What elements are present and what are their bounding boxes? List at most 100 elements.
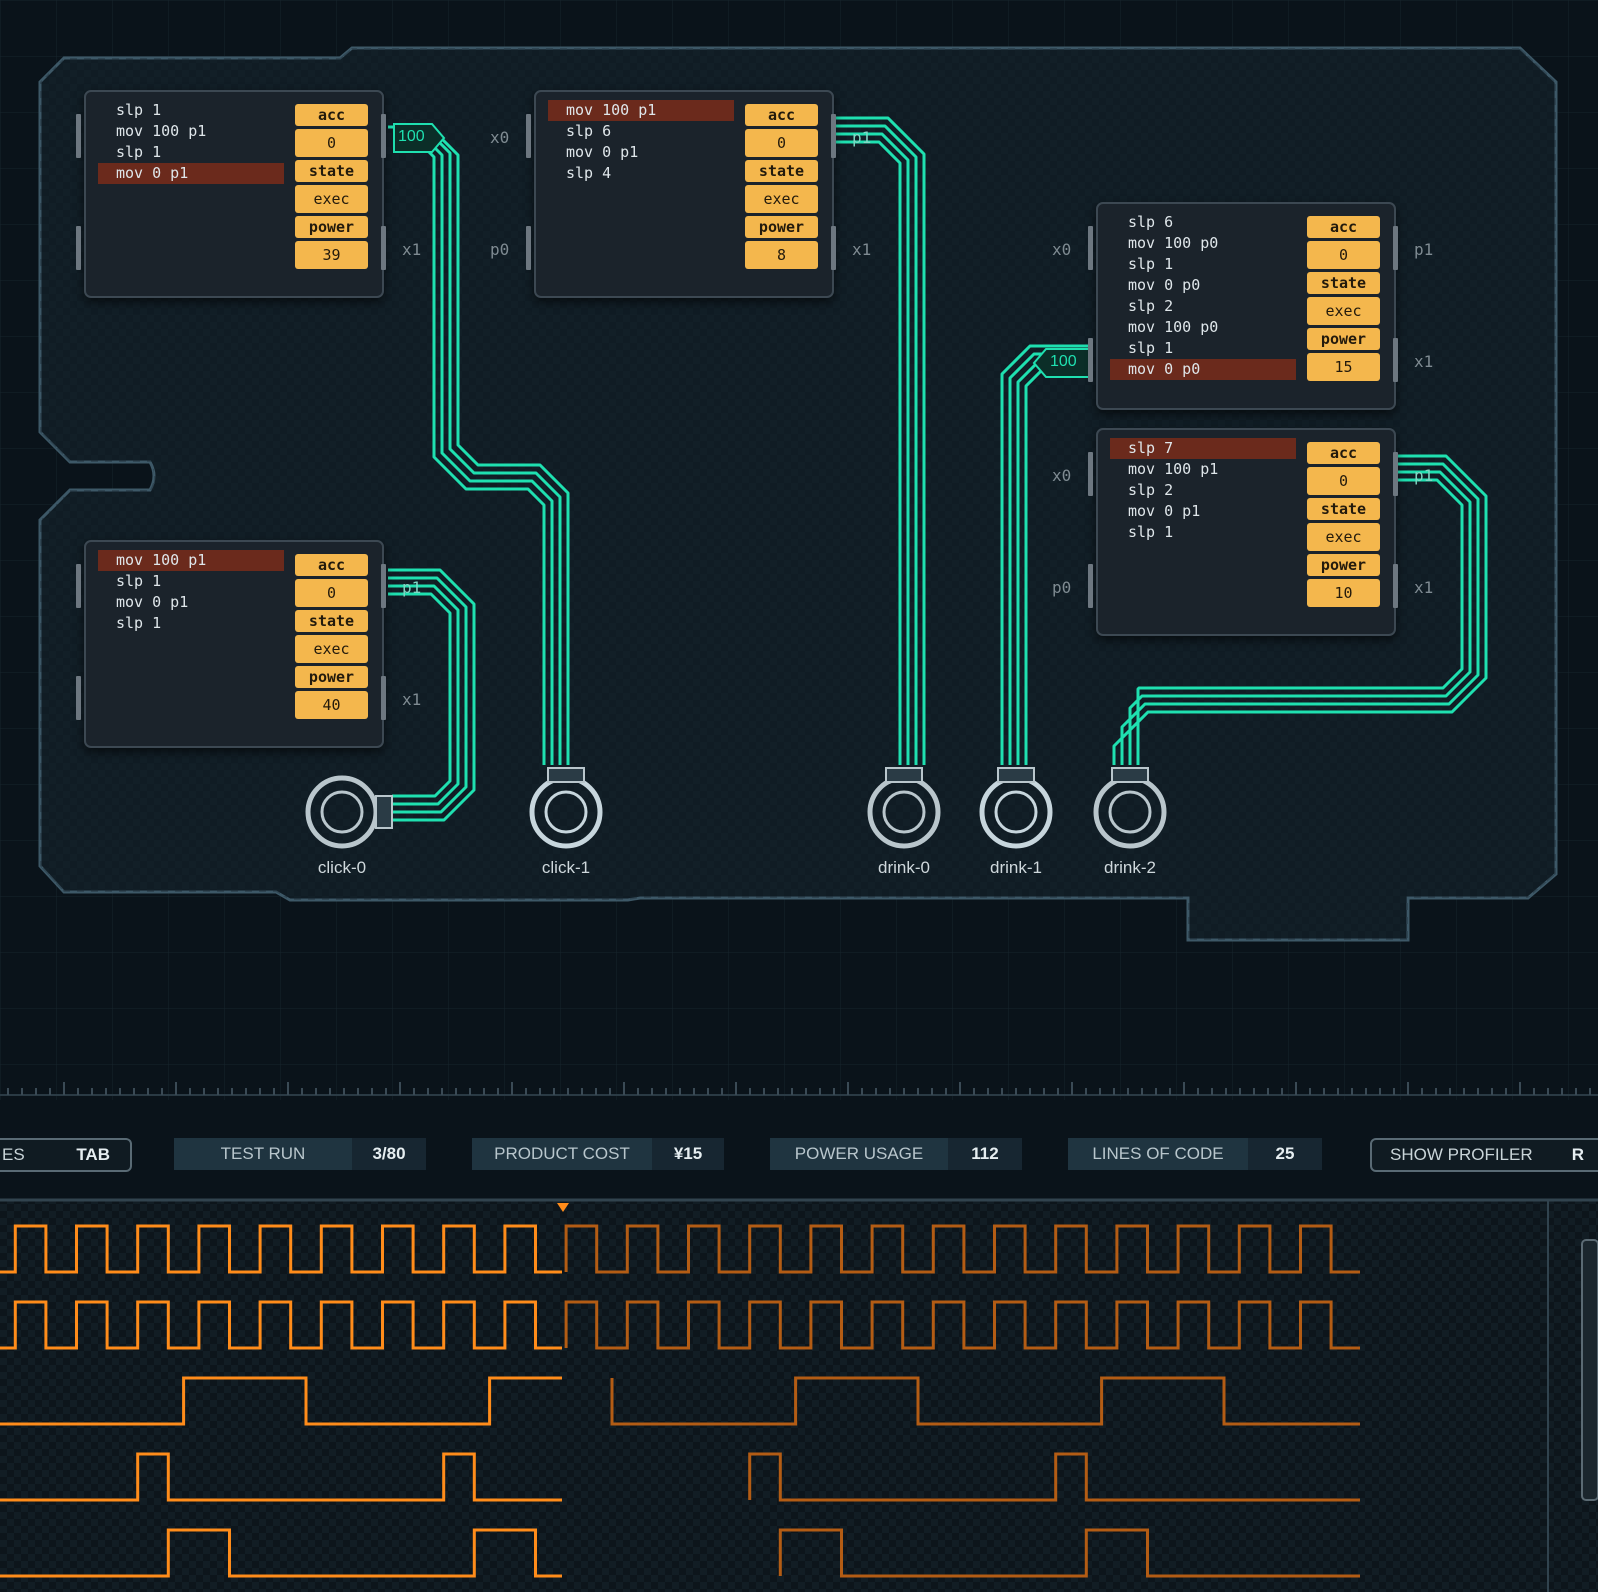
drink-2-connector: [1093, 767, 1167, 849]
previous-tab-button[interactable]: ES TAB: [0, 1138, 132, 1172]
port-pin[interactable]: [76, 564, 81, 608]
port-pin[interactable]: [1393, 226, 1398, 270]
code-line[interactable]: mov 100 p0: [1128, 234, 1219, 252]
waveform-scrollbar: [1581, 1239, 1598, 1501]
port-pin[interactable]: [76, 226, 81, 270]
code-line[interactable]: slp 1: [116, 614, 162, 632]
tab-hotkey: TAB: [76, 1145, 110, 1164]
acc-value: 0: [1307, 467, 1380, 495]
port-pin[interactable]: [831, 226, 836, 270]
acc-label: acc: [295, 554, 368, 576]
waveform-drink-1: [0, 1452, 562, 1502]
port-label-p1: p1: [1414, 466, 1434, 485]
port-pin[interactable]: [526, 114, 531, 158]
code-line[interactable]: slp 1: [1128, 255, 1174, 273]
port-pin[interactable]: [381, 564, 386, 608]
show-profiler-button[interactable]: SHOW PROFILER R: [1370, 1138, 1598, 1172]
port-pin[interactable]: [381, 676, 386, 720]
waveform-click-1: [0, 1300, 562, 1350]
waveform-drink-2: [778, 1528, 1360, 1578]
code-line[interactable]: mov 100 p1: [116, 122, 207, 140]
wire-value: 100: [1050, 353, 1077, 370]
port-label-x1: x1: [402, 240, 422, 259]
acc-value: 0: [295, 129, 368, 157]
acc-label: acc: [1307, 216, 1380, 238]
port-pin[interactable]: [381, 226, 386, 270]
port-pin[interactable]: [526, 226, 531, 270]
io-label-click-0: click-0: [317, 858, 367, 877]
code-line[interactable]: slp 4: [566, 164, 612, 182]
code-line[interactable]: mov 100 p1: [98, 550, 284, 571]
code-line[interactable]: slp 1: [116, 101, 162, 119]
code-line[interactable]: slp 2: [1128, 297, 1174, 315]
code-line[interactable]: slp 6: [1128, 213, 1174, 231]
port-pin[interactable]: [381, 114, 386, 158]
port-pin[interactable]: [76, 114, 81, 158]
waveform-drink-1: [748, 1452, 1360, 1502]
port-label-p1: p1: [852, 128, 872, 147]
power-label: power: [745, 216, 818, 238]
state-value: exec: [745, 185, 818, 213]
test-run-value: 3/80: [352, 1138, 426, 1170]
code-line[interactable]: mov 0 p1: [98, 163, 284, 184]
port-label-x0: x0: [490, 128, 510, 147]
acc-label: acc: [295, 104, 368, 126]
port-label-x1: x1: [852, 240, 872, 259]
test-run-label: TEST RUN: [174, 1138, 352, 1170]
port-label-x1: x1: [1414, 578, 1434, 597]
previous-tab-label: ES: [2, 1145, 25, 1164]
port-pin[interactable]: [1088, 226, 1093, 270]
product-cost-value: ¥15: [652, 1138, 724, 1170]
port-label-p1: p1: [402, 578, 422, 597]
code-line[interactable]: mov 100 p1: [1128, 460, 1219, 478]
drink-1-connector: [979, 767, 1053, 849]
code-line[interactable]: slp 2: [1128, 481, 1174, 499]
test-run-stat: TEST RUN 3/80: [174, 1138, 426, 1170]
power-value: 8: [745, 241, 818, 269]
io-connectors: [305, 767, 1167, 849]
waveform-drink-2: [0, 1528, 562, 1578]
code-line[interactable]: slp 1: [1128, 339, 1174, 357]
port-pin[interactable]: [1393, 338, 1398, 382]
code-line[interactable]: mov 0 p0: [1110, 359, 1296, 380]
playhead-marker: [557, 1203, 569, 1212]
state-label: state: [745, 160, 818, 182]
show-profiler-label: SHOW PROFILER: [1390, 1145, 1533, 1164]
port-pin[interactable]: [1393, 452, 1398, 496]
waveform-drink-0: [610, 1376, 1360, 1426]
code-line[interactable]: mov 0 p1: [116, 593, 189, 611]
port-pin[interactable]: [831, 114, 836, 158]
code-line[interactable]: slp 1: [116, 572, 162, 590]
port-pin[interactable]: [1088, 564, 1093, 608]
io-label-drink-0: drink-0: [878, 858, 930, 877]
code-line[interactable]: slp 1: [116, 143, 162, 161]
code-line[interactable]: slp 6: [566, 122, 612, 140]
port-pin[interactable]: [1393, 564, 1398, 608]
acc-value: 0: [745, 129, 818, 157]
state-value: exec: [295, 635, 368, 663]
code-line[interactable]: slp 7: [1110, 438, 1296, 459]
code-line[interactable]: mov 0 p1: [1128, 502, 1201, 520]
code-line[interactable]: mov 0 p0: [1128, 276, 1201, 294]
acc-value: 0: [1307, 241, 1380, 269]
port-pin[interactable]: [76, 676, 81, 720]
lines-of-code-label: LINES OF CODE: [1068, 1138, 1248, 1170]
wire-chipE-click0: [388, 568, 476, 822]
port-pin[interactable]: [1088, 338, 1093, 382]
state-label: state: [1307, 272, 1380, 294]
code-line[interactable]: mov 100 p0: [1128, 318, 1219, 336]
chip-c[interactable]: slp 6 mov 100 p0 slp 1 mov 0 p0 slp 2 mov 100…: [1096, 202, 1396, 410]
code-line[interactable]: mov 100 p1: [548, 100, 734, 121]
power-value: 39: [295, 241, 368, 269]
waveform-click-0: [0, 1224, 562, 1274]
acc-value: 0: [295, 579, 368, 607]
click-1-connector: [529, 767, 603, 849]
port-pin[interactable]: [1088, 452, 1093, 496]
code-line[interactable]: slp 1: [1128, 523, 1174, 541]
code-line[interactable]: mov 0 p1: [566, 143, 639, 161]
state-label: state: [1307, 498, 1380, 520]
